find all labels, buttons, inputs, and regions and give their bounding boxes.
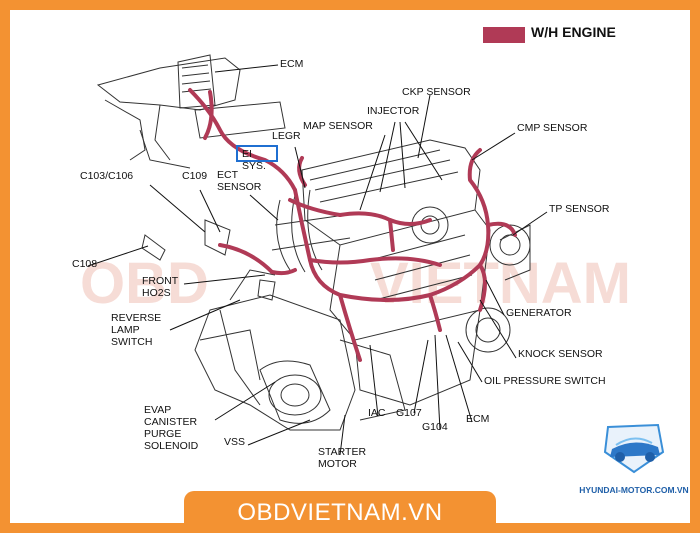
legend-label: W/H ENGINE — [531, 24, 616, 40]
label-tp-sensor: TP SENSOR — [549, 203, 610, 215]
label-map-sensor: MAP SENSOR — [303, 120, 373, 132]
footer-text: OBDVIETNAM.VN — [237, 499, 443, 526]
car-logo-icon — [603, 423, 665, 474]
label-vss: VSS — [224, 436, 246, 448]
diagram-panel: OBD VIETNAM — [10, 10, 690, 523]
label-iac: IAC — [368, 407, 386, 419]
logo-text: HYUNDAI-MOTOR.COM.VN — [579, 485, 689, 495]
label-cmp-sensor: CMP SENSOR — [517, 122, 588, 134]
label-legr: LEGR — [272, 130, 301, 142]
label-generator: GENERATOR — [506, 307, 572, 319]
label-oil-pressure-switch: OIL PRESSURE SWITCH — [484, 375, 606, 387]
brand-logo: HYUNDAI-MOTOR.COM.VN — [578, 407, 690, 523]
label-c109: C109 — [182, 170, 208, 182]
label-ckp-sensor: CKP SENSOR — [402, 86, 471, 98]
label-injector: INJECTOR — [367, 105, 420, 117]
label-knock-sensor: KNOCK SENSOR — [518, 348, 603, 360]
label-ect-sensor: ECT SENSOR — [217, 169, 262, 193]
label-ecm-bottom: ECM — [466, 413, 490, 425]
footer-banner: OBDVIETNAM.VN — [184, 491, 496, 533]
legend-swatch — [483, 27, 525, 43]
label-c103-c106: C103/C106 — [80, 170, 134, 182]
ei-sys-label: EI SYS. — [242, 148, 266, 172]
ei-sys-highlight: EI SYS. — [236, 145, 278, 172]
label-reverse-lamp-switch: REVERSE LAMP SWITCH — [111, 312, 162, 348]
engine-diagram — [87, 54, 548, 456]
label-g104: G104 — [422, 421, 448, 433]
label-c108: C108 — [72, 258, 98, 270]
label-ecm-top: ECM — [280, 58, 304, 70]
label-evap-canister-purge-solenoid: EVAP CANISTER PURGE SOLENOID — [144, 404, 199, 452]
label-g107: G107 — [396, 407, 422, 419]
label-front-ho2s: FRONT HO2S — [142, 275, 179, 299]
watermark-right: VIETNAM — [370, 251, 631, 316]
label-starter-motor: STARTER MOTOR — [318, 446, 367, 470]
